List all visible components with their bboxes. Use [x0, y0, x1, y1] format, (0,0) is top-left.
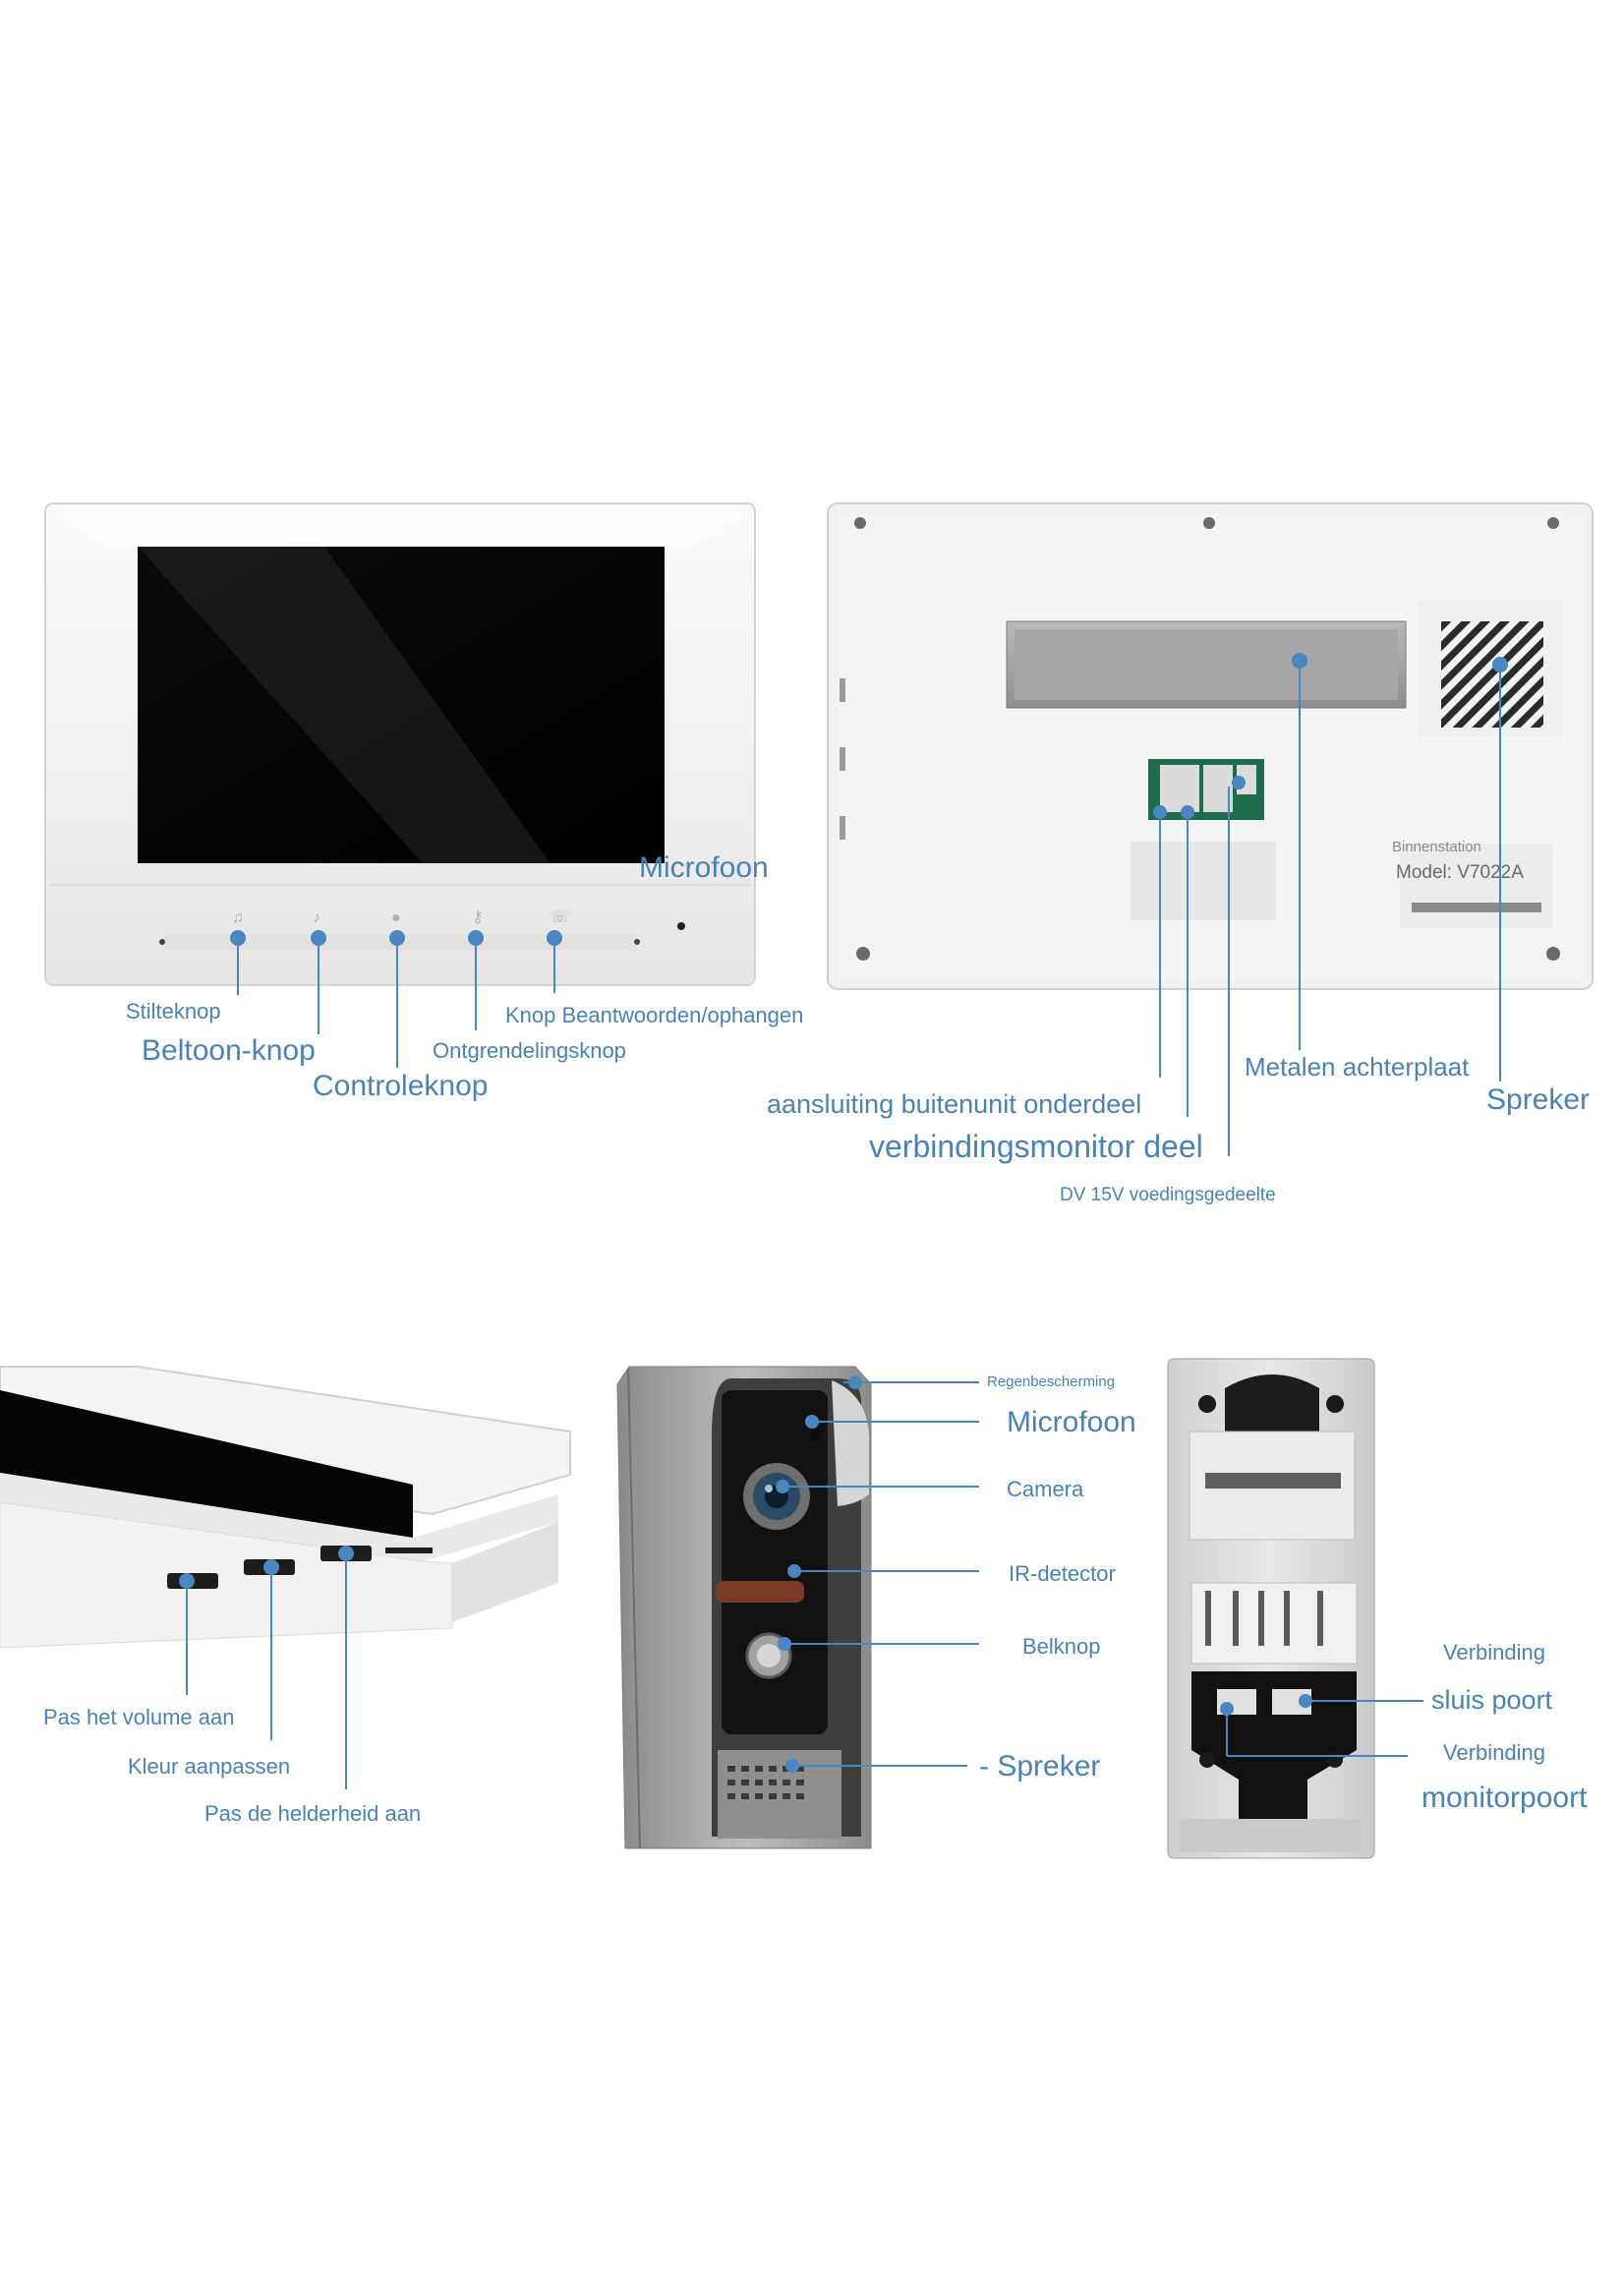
monitor-port-label: monitorpoort: [1421, 1782, 1588, 1814]
bell-mute-icon: ♫: [232, 909, 244, 926]
callout-dots: [179, 653, 1508, 1773]
connection-label-2: Verbinding: [1443, 1740, 1545, 1765]
mute-button-label: Stilteknop: [126, 999, 221, 1023]
ir-window: [716, 1581, 804, 1603]
ringtone-icon: ♪: [313, 909, 320, 926]
color-label: Kleur aanpassen: [128, 1754, 291, 1779]
answer-button-label: Knop Beantwoorden/ophangen: [505, 1003, 804, 1027]
key-icon: ⚷: [472, 909, 484, 926]
monitor-back: [827, 502, 1594, 990]
device-label: Binnenstation: [1392, 839, 1481, 855]
microphone-hole: [677, 922, 685, 930]
doorbell-microphone-label: Microfoon: [1007, 1406, 1136, 1438]
leader-lines: [186, 661, 1501, 1789]
monitor-front: ♫ ♪ ● ⚷ ☏: [44, 502, 756, 986]
brightness-label: Pas de helderheid aan: [204, 1801, 422, 1826]
metal-plate-label: Metalen achterplaat: [1245, 1052, 1470, 1081]
lock-port-label: sluis poort: [1431, 1685, 1553, 1715]
model-label: Model: V7022A: [1396, 862, 1524, 883]
control-button-label: Controleknop: [313, 1070, 489, 1102]
bell-button-label: Belknop: [1022, 1634, 1101, 1659]
person-icon: ●: [391, 909, 401, 926]
unlock-button-label: Ontgrendelingsknop: [433, 1038, 626, 1063]
phone-icon: ☏: [551, 909, 570, 926]
connection-label-1: Verbinding: [1443, 1640, 1545, 1665]
doorbell-speaker-label: - Spreker: [979, 1750, 1101, 1782]
side-screen: [0, 1390, 413, 1538]
ringtone-button-label: Beltoon-knop: [142, 1034, 316, 1067]
power-label: DV 15V voedingsgedeelte: [1060, 1185, 1276, 1205]
doorbell-front: [616, 1366, 872, 1849]
monitor-speaker-label: Spreker: [1486, 1083, 1591, 1116]
monitor-side: [0, 1366, 571, 1649]
doorbell-back: [1167, 1358, 1375, 1859]
ir-detector-label: IR-detector: [1009, 1561, 1116, 1586]
rain-cover-label: Regenbescherming: [987, 1373, 1116, 1390]
monitor-connection-label: verbindingsmonitor deel: [869, 1129, 1203, 1164]
front-black-panel: [722, 1390, 828, 1734]
volume-label: Pas het volume aan: [43, 1705, 235, 1729]
camera-label: Camera: [1007, 1477, 1084, 1501]
outdoor-connection-label: aansluiting buitenunit onderdeel: [767, 1089, 1142, 1119]
rain-cover: [832, 1380, 870, 1506]
monitor-microphone-label: Microfoon: [639, 851, 769, 884]
speaker-grill: [1441, 621, 1543, 728]
